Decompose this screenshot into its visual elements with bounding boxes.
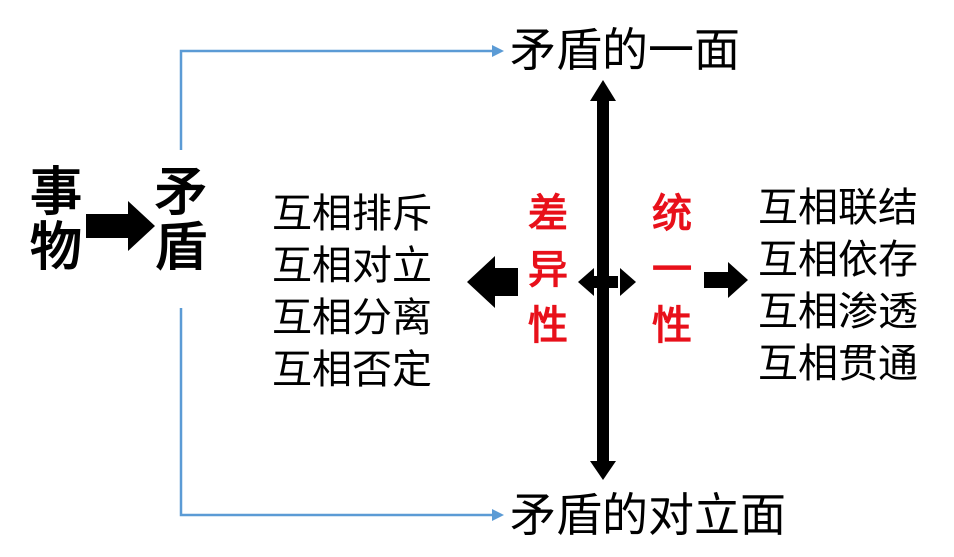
center-arrowhead-left <box>578 268 594 296</box>
difference-item: 互相对立 <box>272 243 432 289</box>
center-horizontal-bar <box>590 276 618 288</box>
difference-char-2: 异 <box>528 247 568 293</box>
thing-char-2: 物 <box>30 216 83 278</box>
vertical-axis-arrowhead-up <box>590 80 616 101</box>
unity-char-2: 一 <box>652 247 692 293</box>
one-side-label: 矛盾的一面 <box>510 23 740 77</box>
opposite-side-label: 矛盾的对立面 <box>510 488 786 542</box>
unity-label: 统 一 性 <box>652 186 692 354</box>
unity-char-3: 性 <box>652 303 692 349</box>
top-bracket-line <box>179 49 496 150</box>
contradiction-label: 矛 盾 <box>155 162 208 278</box>
contradiction-char-1: 矛 <box>155 162 208 223</box>
difference-char-3: 性 <box>528 303 568 349</box>
top-bracket-arrowhead <box>492 45 504 57</box>
center-arrowhead-right <box>620 268 636 296</box>
unity-items: 互相联结 互相依存 互相渗透 互相贯通 <box>758 182 918 390</box>
difference-label: 差 异 性 <box>528 186 568 354</box>
difference-item: 互相否定 <box>272 347 432 393</box>
difference-items: 互相排斥 互相对立 互相分离 互相否定 <box>272 188 432 396</box>
unity-item: 互相渗透 <box>758 289 918 335</box>
difference-item: 互相排斥 <box>272 191 432 237</box>
unity-right-arrow <box>704 262 748 298</box>
bottom-bracket-line <box>179 308 496 517</box>
bottom-bracket-arrowhead <box>492 509 504 521</box>
thing-char-1: 事 <box>30 162 83 223</box>
difference-char-1: 差 <box>528 191 568 237</box>
unity-item: 互相贯通 <box>758 341 918 387</box>
vertical-axis-arrowhead-down <box>590 461 616 480</box>
difference-left-arrow <box>467 256 518 308</box>
unity-char-1: 统 <box>652 191 692 237</box>
thing-label: 事 物 <box>30 162 83 278</box>
unity-item: 互相依存 <box>758 237 918 283</box>
difference-item: 互相分离 <box>272 295 432 341</box>
contradiction-char-2: 盾 <box>155 216 208 278</box>
thing-to-contradiction-arrow <box>86 201 155 251</box>
unity-item: 互相联结 <box>758 185 918 231</box>
